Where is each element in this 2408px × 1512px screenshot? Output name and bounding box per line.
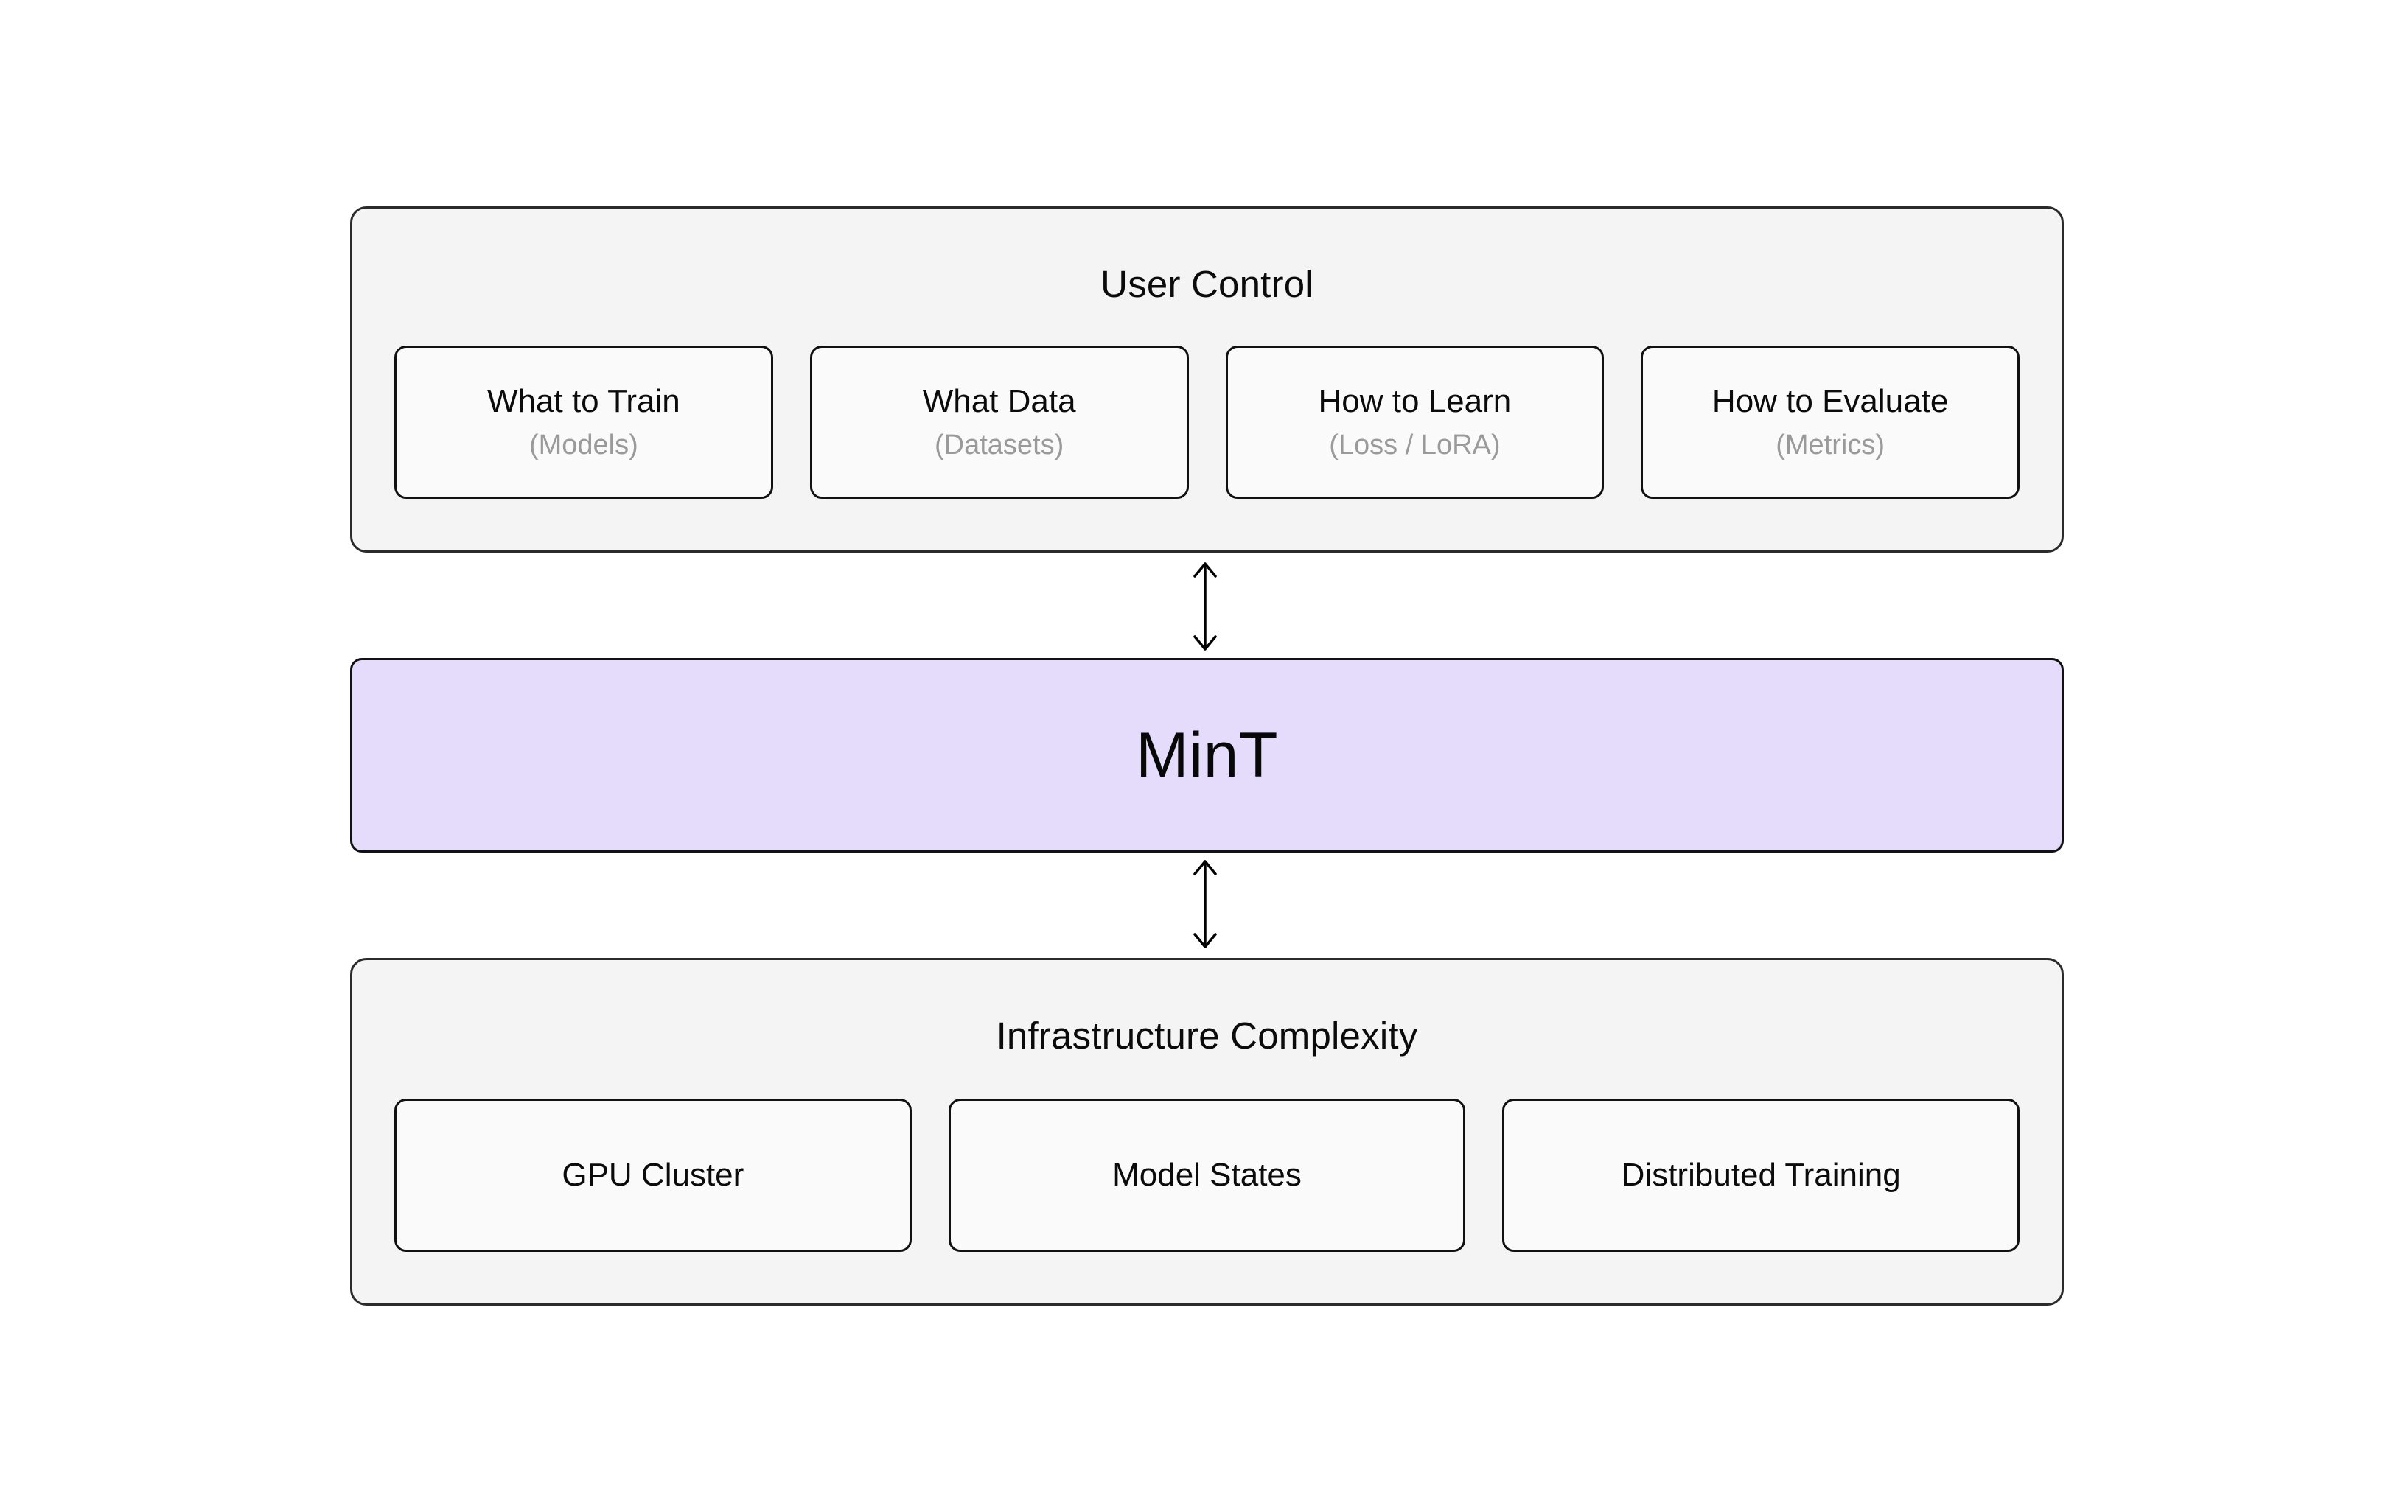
card-how-to-evaluate-subtitle: (Metrics) <box>1776 430 1885 461</box>
card-how-to-learn-title: How to Learn <box>1318 383 1512 420</box>
card-what-data-title: What Data <box>922 383 1076 420</box>
panel-user-control: User Control What to Train (Models) What… <box>350 206 2064 553</box>
card-how-to-evaluate[interactable]: How to Evaluate (Metrics) <box>1641 346 2020 499</box>
mint-block[interactable]: MinT <box>350 658 2064 853</box>
panel-user-control-title: User Control <box>1100 263 1313 305</box>
card-model-states[interactable]: Model States <box>948 1099 1466 1252</box>
card-what-data-subtitle: (Datasets) <box>934 430 1064 461</box>
connector-mint-to-infrastructure <box>1174 858 1236 951</box>
card-model-states-title: Model States <box>1112 1157 1302 1194</box>
panel-infrastructure-title: Infrastructure Complexity <box>996 1015 1418 1057</box>
card-how-to-learn-subtitle: (Loss / LoRA) <box>1329 430 1501 461</box>
user-control-card-row: What to Train (Models) What Data (Datase… <box>394 346 2020 499</box>
card-gpu-cluster-title: GPU Cluster <box>562 1157 744 1194</box>
card-distributed-training-title: Distributed Training <box>1621 1157 1901 1194</box>
card-what-to-train[interactable]: What to Train (Models) <box>394 346 773 499</box>
card-how-to-evaluate-title: How to Evaluate <box>1711 383 1949 420</box>
panel-infrastructure-complexity: Infrastructure Complexity GPU Cluster Mo… <box>350 958 2064 1306</box>
connector-user-control-to-mint <box>1174 560 1236 653</box>
card-what-data[interactable]: What Data (Datasets) <box>809 346 1189 499</box>
card-gpu-cluster[interactable]: GPU Cluster <box>394 1099 912 1252</box>
infrastructure-card-row: GPU Cluster Model States Distributed Tra… <box>394 1099 2020 1252</box>
card-distributed-training[interactable]: Distributed Training <box>1502 1099 2020 1252</box>
double-headed-vertical-arrow-icon <box>1193 562 1217 651</box>
double-headed-vertical-arrow-icon <box>1193 860 1217 948</box>
card-what-to-train-subtitle: (Models) <box>528 430 638 461</box>
card-what-to-train-title: What to Train <box>487 383 680 420</box>
card-how-to-learn[interactable]: How to Learn (Loss / LoRA) <box>1225 346 1605 499</box>
mint-label: MinT <box>1135 720 1279 791</box>
